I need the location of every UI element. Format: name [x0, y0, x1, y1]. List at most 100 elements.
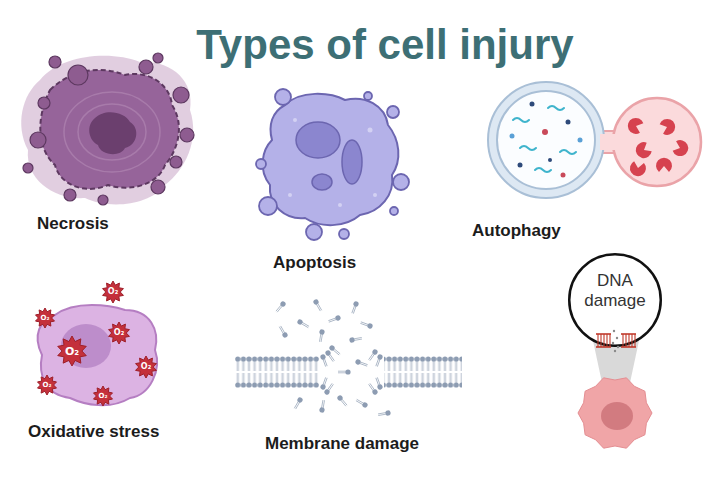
damaged-cell — [578, 378, 652, 448]
apoptotic-bodies — [256, 89, 409, 240]
caption-label: Apoptosis — [273, 252, 356, 273]
oxygen-radical-star: O₂ — [37, 375, 57, 395]
enzyme — [629, 161, 647, 178]
star-burst — [58, 336, 87, 366]
bilayer-segment — [235, 356, 319, 388]
cargo — [542, 129, 548, 135]
lipid — [378, 410, 391, 417]
star-burst — [35, 308, 54, 328]
apoptosis-cell — [256, 89, 409, 240]
lysosome — [613, 98, 701, 186]
cargo — [578, 138, 583, 143]
lipid — [355, 398, 369, 409]
lipid — [355, 359, 369, 368]
oxygen-symbol: O₂ — [114, 329, 124, 337]
necrosis-cell — [21, 53, 194, 205]
lipid — [360, 320, 374, 329]
cargo — [510, 134, 515, 139]
lipid — [338, 369, 351, 374]
cell-fragment — [170, 156, 182, 168]
apoptosis-body — [263, 94, 399, 225]
oxygen-radical-star: O₂ — [102, 281, 124, 303]
cell-fragment — [180, 128, 194, 142]
lipid — [323, 382, 334, 395]
cargo — [548, 158, 552, 162]
lipid — [312, 298, 323, 312]
apoptotic-body — [256, 159, 266, 169]
lipid — [328, 315, 342, 324]
necrosis-ring — [78, 104, 146, 160]
cargo — [518, 163, 523, 168]
necrosis-ring — [64, 92, 160, 172]
oxygen-radical-star: O₂ — [135, 356, 157, 378]
cargo — [566, 120, 571, 125]
caption-label: Membrane damage — [265, 433, 419, 454]
star-burst — [103, 281, 124, 303]
cell-fragment — [68, 65, 88, 85]
cargo — [513, 118, 529, 122]
apoptotic-body — [364, 92, 372, 100]
apoptotic-body — [339, 229, 349, 239]
lipid-bilayer — [235, 344, 462, 395]
lipid — [374, 354, 383, 368]
lipid — [328, 344, 341, 356]
caption-label: Necrosis — [37, 213, 109, 234]
vesicle — [368, 128, 373, 133]
fusion-opening — [600, 134, 618, 150]
autophagosome-outer — [488, 82, 604, 198]
star-burst — [37, 375, 56, 395]
star-burst — [93, 386, 112, 406]
vesicle — [288, 193, 292, 197]
lipid — [278, 325, 289, 339]
star-burst — [109, 322, 130, 344]
cell-fragment — [23, 163, 33, 173]
necrosis-fragments — [23, 53, 194, 205]
apoptotic-body — [390, 207, 398, 215]
lipid — [367, 348, 378, 361]
enzyme — [626, 116, 645, 136]
lipid — [374, 377, 383, 391]
zoom-callout-circle: DNA damage — [568, 253, 662, 347]
lysosome-enzymes — [626, 116, 691, 178]
cytoplasm-dots — [288, 118, 377, 207]
cell-fragment — [98, 195, 108, 205]
cargo — [520, 146, 536, 150]
necrosis-halo — [21, 56, 193, 205]
lipid — [336, 394, 348, 407]
cell-fragment — [49, 56, 61, 68]
lipid — [293, 396, 304, 410]
cargo-squiggles — [513, 106, 576, 172]
oxygen-symbol: O₂ — [108, 288, 118, 296]
damaged-nucleus — [601, 402, 633, 430]
cargo — [535, 168, 551, 172]
oxygen-radical-star: O₂ — [35, 308, 55, 328]
vesicle — [338, 203, 342, 207]
autophagy-illustration — [488, 82, 701, 198]
cell-fragment — [38, 97, 50, 109]
lipid — [350, 301, 359, 315]
cargo — [548, 106, 564, 110]
apoptotic-body — [259, 197, 277, 215]
lipid — [296, 318, 310, 329]
apoptotic-body — [393, 174, 409, 190]
necrosis-nucleus — [89, 112, 136, 154]
cell-fragment — [64, 189, 76, 201]
enzyme — [633, 140, 653, 161]
enzyme — [659, 117, 678, 137]
lipid — [319, 400, 326, 413]
necrosis-body — [40, 70, 179, 189]
bilayer-segment — [384, 356, 462, 388]
enzyme — [672, 138, 691, 158]
cargo — [561, 173, 566, 178]
lipid — [320, 354, 329, 368]
oxygen-radical-star: O₂ — [57, 336, 87, 366]
cell-fragment — [139, 60, 153, 74]
diagram-title: Types of cell injury — [160, 20, 610, 70]
oxidative-cell — [38, 305, 157, 405]
cargo-dots — [510, 102, 583, 178]
oxygen-radical-star: O₂ — [93, 386, 113, 406]
oxygen-symbol: O₂ — [98, 393, 107, 400]
oxygen-radical-star: O₂ — [108, 322, 130, 344]
nucleus-fragment — [296, 122, 340, 158]
